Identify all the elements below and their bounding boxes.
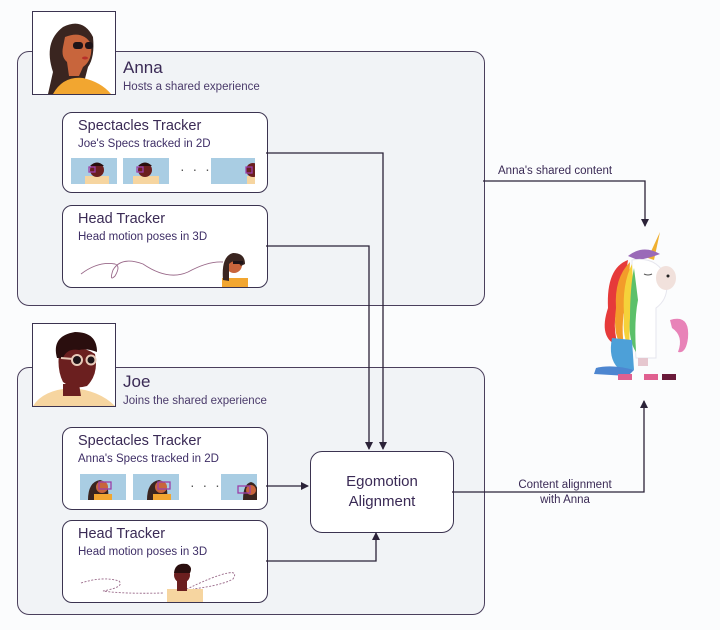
- joe-specs-frame-thumbnail: [123, 158, 169, 184]
- joe-head-to-egomotion-edge: [266, 532, 380, 562]
- anna-head-tracker-subtitle: Head motion poses in 3D: [78, 231, 208, 243]
- joe-face-icon: [85, 162, 109, 184]
- anna-face-icon: [88, 480, 112, 500]
- anna-spectacles-tracker-subtitle: Joe's Specs tracked in 2D: [78, 138, 211, 150]
- egomotion-label-line1: Egomotion: [346, 473, 418, 490]
- anna-head-to-egomotion-edge: [266, 245, 373, 450]
- content-alignment-edge: [452, 400, 648, 493]
- joe-role: Joins the shared experience: [123, 395, 267, 407]
- content-alignment-label-line1: Content alignment: [518, 479, 612, 491]
- anna-spectacles-tracker-title: Spectacles Tracker: [78, 118, 202, 134]
- anna-head-tracker-title: Head Tracker: [78, 211, 166, 227]
- joe-head-tracker-card: Head Tracker Head motion poses in 3D: [62, 520, 268, 603]
- anna-head-tracker-card: Head Tracker Head motion poses in 3D: [62, 205, 268, 288]
- joe-avatar: [32, 323, 116, 407]
- anna-specs-frame-thumbnail: [221, 474, 257, 500]
- joe-portrait-icon: [33, 332, 115, 406]
- joe-spectacles-tracker-title: Spectacles Tracker: [78, 433, 202, 449]
- unicorn-shared-content-icon: [594, 232, 689, 380]
- anna-name: Anna: [123, 58, 163, 77]
- anna-portrait-icon: [48, 23, 111, 94]
- joe-face-icon: [133, 162, 159, 184]
- anna-avatar: [32, 11, 116, 95]
- anna-face-icon: [237, 482, 257, 500]
- anna-shared-content-edge: [483, 180, 649, 227]
- joe-head-tracker-title: Head Tracker: [78, 526, 166, 542]
- content-alignment-label: Content alignment with Anna: [500, 478, 630, 508]
- joe-specs-frame-thumbnail: [211, 158, 255, 184]
- content-alignment-label-line2: with Anna: [540, 494, 590, 506]
- head-motion-path-icon: [80, 563, 236, 602]
- egomotion-alignment-box: Egomotion Alignment: [310, 451, 454, 533]
- anna-specs-frame-thumbnail: [80, 474, 126, 500]
- anna-spectacles-tracker-card: Spectacles Tracker Joe's Specs tracked i…: [62, 112, 268, 193]
- anna-spectacles-to-egomotion-edge: [266, 152, 387, 450]
- anna-specs-frame-thumbnail: [133, 474, 179, 500]
- joe-spectacles-tracker-subtitle: Anna's Specs tracked in 2D: [78, 453, 219, 465]
- joe-name: Joe: [123, 372, 151, 391]
- joe-specs-frame-thumbnail: [71, 158, 117, 184]
- joe-face-icon: [245, 163, 255, 184]
- frames-ellipsis: · · ·: [190, 477, 222, 493]
- joe-head-tracker-subtitle: Head motion poses in 3D: [78, 546, 208, 558]
- frames-ellipsis: · · ·: [180, 161, 212, 177]
- anna-face-icon: [147, 480, 171, 500]
- joe-spectacles-tracker-card: Spectacles Tracker Anna's Specs tracked …: [62, 427, 268, 510]
- egomotion-label-line2: Alignment: [348, 493, 416, 510]
- anna-role: Hosts a shared experience: [123, 81, 260, 93]
- anna-shared-content-label: Anna's shared content: [498, 165, 613, 177]
- head-motion-path-icon: [80, 253, 248, 287]
